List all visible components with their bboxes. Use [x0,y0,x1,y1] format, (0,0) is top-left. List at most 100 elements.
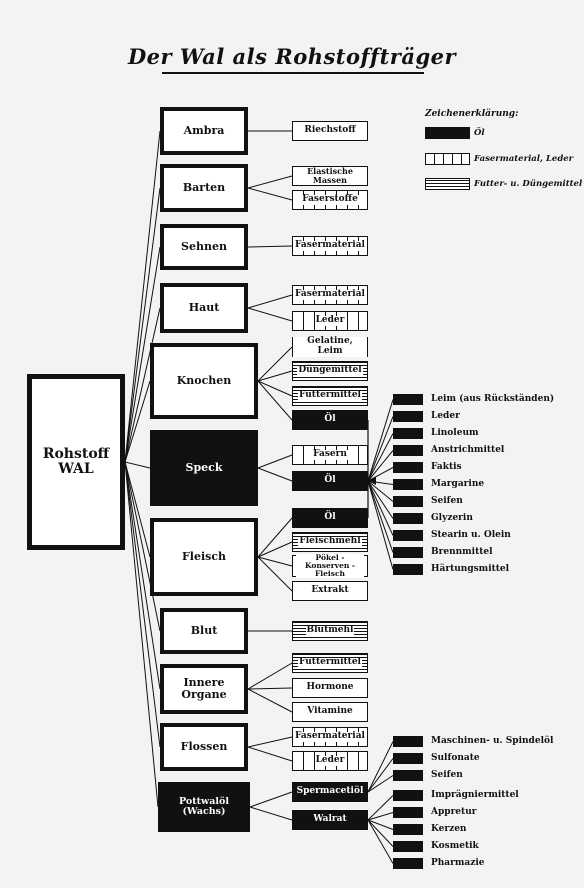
legend-swatch-feed [425,178,470,190]
product-leder-haut: Leder [292,311,368,331]
connector-line [124,461,151,558]
oil-swatch [393,496,423,507]
connector-line [367,480,394,570]
oil-product: Seifen [431,496,463,506]
connector-line [257,380,293,397]
category-label: Speck [185,460,223,474]
connector-line [257,380,293,421]
connector-line [257,541,293,558]
legend-label-oil: Öl [474,128,485,138]
oil-swatch [393,513,423,524]
product-elastische-massen: Elastische Massen [292,166,368,186]
product-duengemittel: Düngemittel [292,361,368,381]
product-futtermittel-organe: Futtermittel [292,653,368,673]
connector-line [257,346,293,382]
walrat-product: Imprägniermittel [431,790,519,800]
title-underline [162,72,424,74]
connector-line [247,746,293,762]
product-vitamine: Vitamine [292,702,368,722]
root-whale: Rohstoff WAL [27,374,125,550]
oil-swatch [393,530,423,541]
legend-title: Zeichenerklärung: [425,109,519,119]
oil-swatch [393,841,423,852]
category-label: Ambra [183,123,225,137]
arrow-head [368,477,376,485]
connector-line [367,480,394,536]
connector-line [367,416,394,482]
oil-swatch [393,428,423,439]
oil-swatch [393,462,423,473]
category-label: Barten [182,180,226,194]
product-fasern: Fasern [292,445,368,465]
connector-line [367,819,394,847]
oil-product: Härtungsmittel [431,564,510,574]
connector-line [249,806,293,821]
legend-swatch-oil [425,127,470,139]
oil-swatch [393,479,423,490]
oil-product: Margarine [431,479,485,489]
category-label: Knochen [176,373,232,387]
walrat-product: Kerzen [431,824,467,834]
category-fleisch: Fleisch [150,518,258,596]
product-gelatine-leim: Gelatine, Leim [292,336,368,357]
product-poekel-konserven-fleisch: Pökel - Konserven - Fleisch [292,553,368,579]
oil-swatch [393,736,423,747]
spermaceti-product: Maschinen- u. Spindelöl [431,736,554,746]
category-barten: Barten [160,164,248,212]
category-blut: Blut [160,608,248,654]
connector-line [124,307,161,463]
oil-swatch [393,445,423,456]
oil-swatch [393,770,423,781]
category-label: Innere Organe [181,675,227,701]
connector-line [247,294,293,309]
product-leder-flossen: Leder [292,751,368,771]
diagram-title: Der Wal als Rohstoffträger [127,44,457,69]
walrat-product: Kosmetik [431,841,479,851]
oil-product: Leder [431,411,460,421]
product-oel-fleisch: Öl [292,508,368,528]
oil-swatch [393,394,423,405]
connector-line [257,556,293,592]
product-fasermaterial-sehnen: Fasermaterial [292,236,368,256]
connector-line [124,461,161,632]
category-pottwaloel: Pottwalöl (Wachs) [158,782,250,832]
connector-line [257,517,293,558]
connector-line [257,454,293,469]
connector-line [247,688,293,713]
connector-line [367,450,394,482]
category-label: Flossen [180,739,228,753]
product-extrakt: Extrakt [292,581,368,601]
connector-line [367,775,394,793]
product-fasermaterial-flossen: Fasermaterial [292,727,368,747]
oil-swatch [393,790,423,801]
root-line2: WAL [58,461,94,477]
connector-line [124,246,161,463]
root-line1: Rohstoff [42,445,110,462]
connector-line [124,461,161,748]
legend-label-fiber: Fasermaterial, Leder [474,154,574,164]
connector-line [367,819,394,830]
product-spermacetioel: Spermacetiöl [292,782,368,802]
product-oel-knochen: Öl [292,410,368,430]
connector-line [367,433,394,482]
connector-line [367,399,394,482]
oil-product: Leim (aus Rückständen) [431,394,555,404]
category-knochen: Knochen [150,343,258,419]
connector-line [247,175,293,189]
oil-swatch [393,753,423,764]
connector-line [367,758,394,793]
connector-line [257,467,293,482]
product-fasermaterial-haut: Fasermaterial [292,285,368,305]
connector-line [124,461,161,690]
oil-product: Anstrichmittel [431,445,505,455]
connector-line [257,370,293,382]
connector-line [367,741,394,793]
connector-line [124,130,161,463]
connector-line [367,812,394,821]
oil-swatch [393,824,423,835]
walrat-product: Appretur [431,807,477,817]
category-flossen: Flossen [160,723,248,771]
product-blutmehl: Blutmehl [292,621,368,641]
